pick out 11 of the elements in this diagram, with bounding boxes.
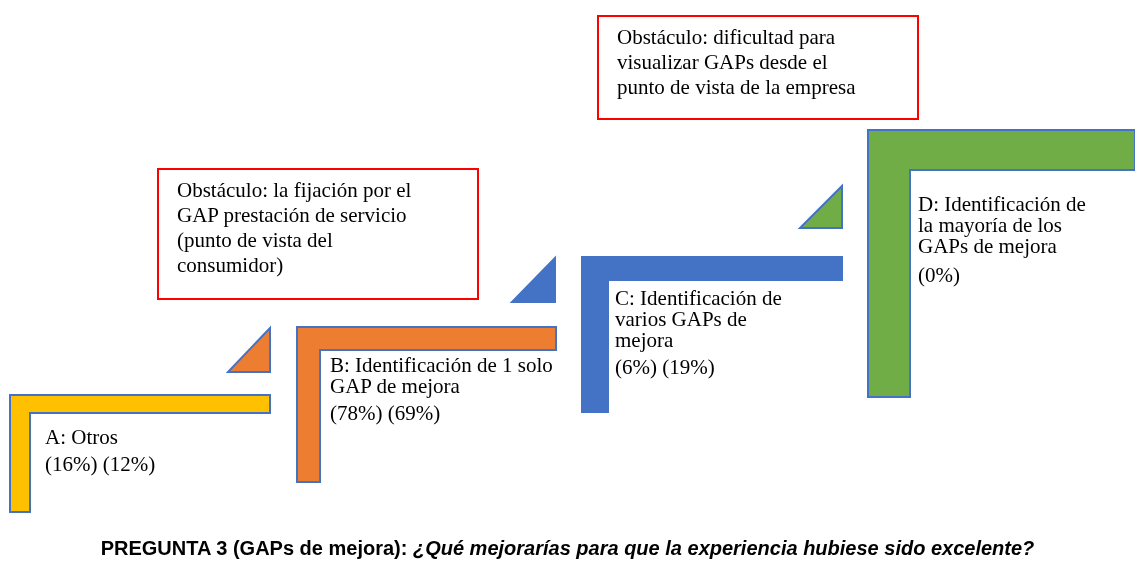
obstacle-text: Obstáculo: dificultad para visualizar GAPs desde el punto de vista de la empresa (617, 25, 857, 100)
step-label: D: Identificación de la mayoría de los GAPs de mejora (918, 194, 1087, 257)
step-label: A: Otros (45, 427, 119, 448)
percentage-label: (16%) (12%) (45, 454, 157, 475)
percentage-label: (6%) (19%) (615, 357, 716, 378)
step-label: C: Identificación de varios GAPs de mejora (615, 288, 783, 351)
obstacle-text: Obstáculo: la fijación por el GAP prestación de servicio (punto de vista del consumidor) (177, 178, 413, 278)
caption: PREGUNTA 3 (GAPs de mejora): ¿Qué mejorarías para que la experiencia hubiese sido excelente? (99, 537, 1036, 560)
percentage-label: (0%) (918, 265, 961, 286)
percentage-label: (78%) (69%) (330, 403, 442, 424)
step-label: B: Identificación de 1 solo GAP de mejora (330, 355, 554, 397)
